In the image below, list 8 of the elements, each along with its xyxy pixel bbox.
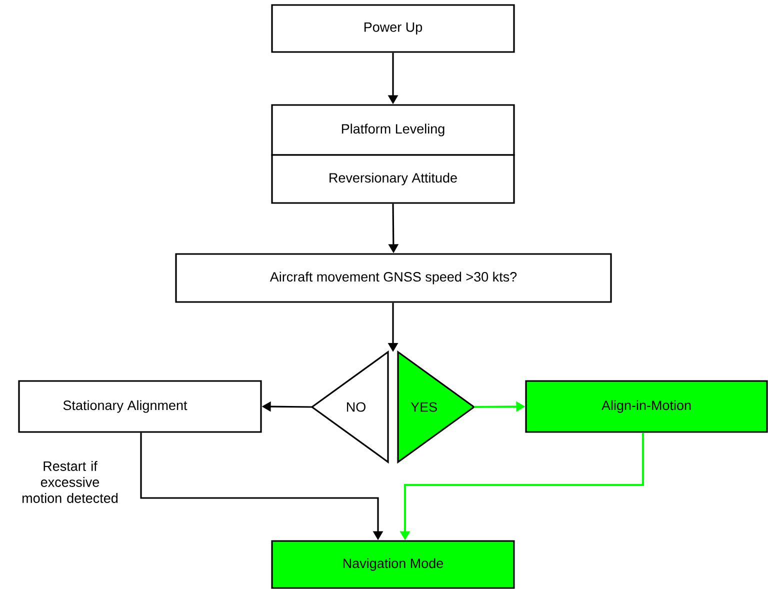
process-box: Aircraft movement GNSS speed >30 kts? [175, 253, 612, 303]
process-box: Navigation Mode [271, 540, 515, 589]
process-box: Reversionary Attitude [271, 154, 515, 204]
note-text: Restart if excessive motion detected [22, 461, 118, 503]
process-box: Stationary Alignment [18, 380, 262, 433]
process-box: Platform Leveling [271, 104, 515, 156]
process-box: Power Up [271, 4, 515, 53]
process-box: Align-in-Motion [525, 380, 768, 433]
